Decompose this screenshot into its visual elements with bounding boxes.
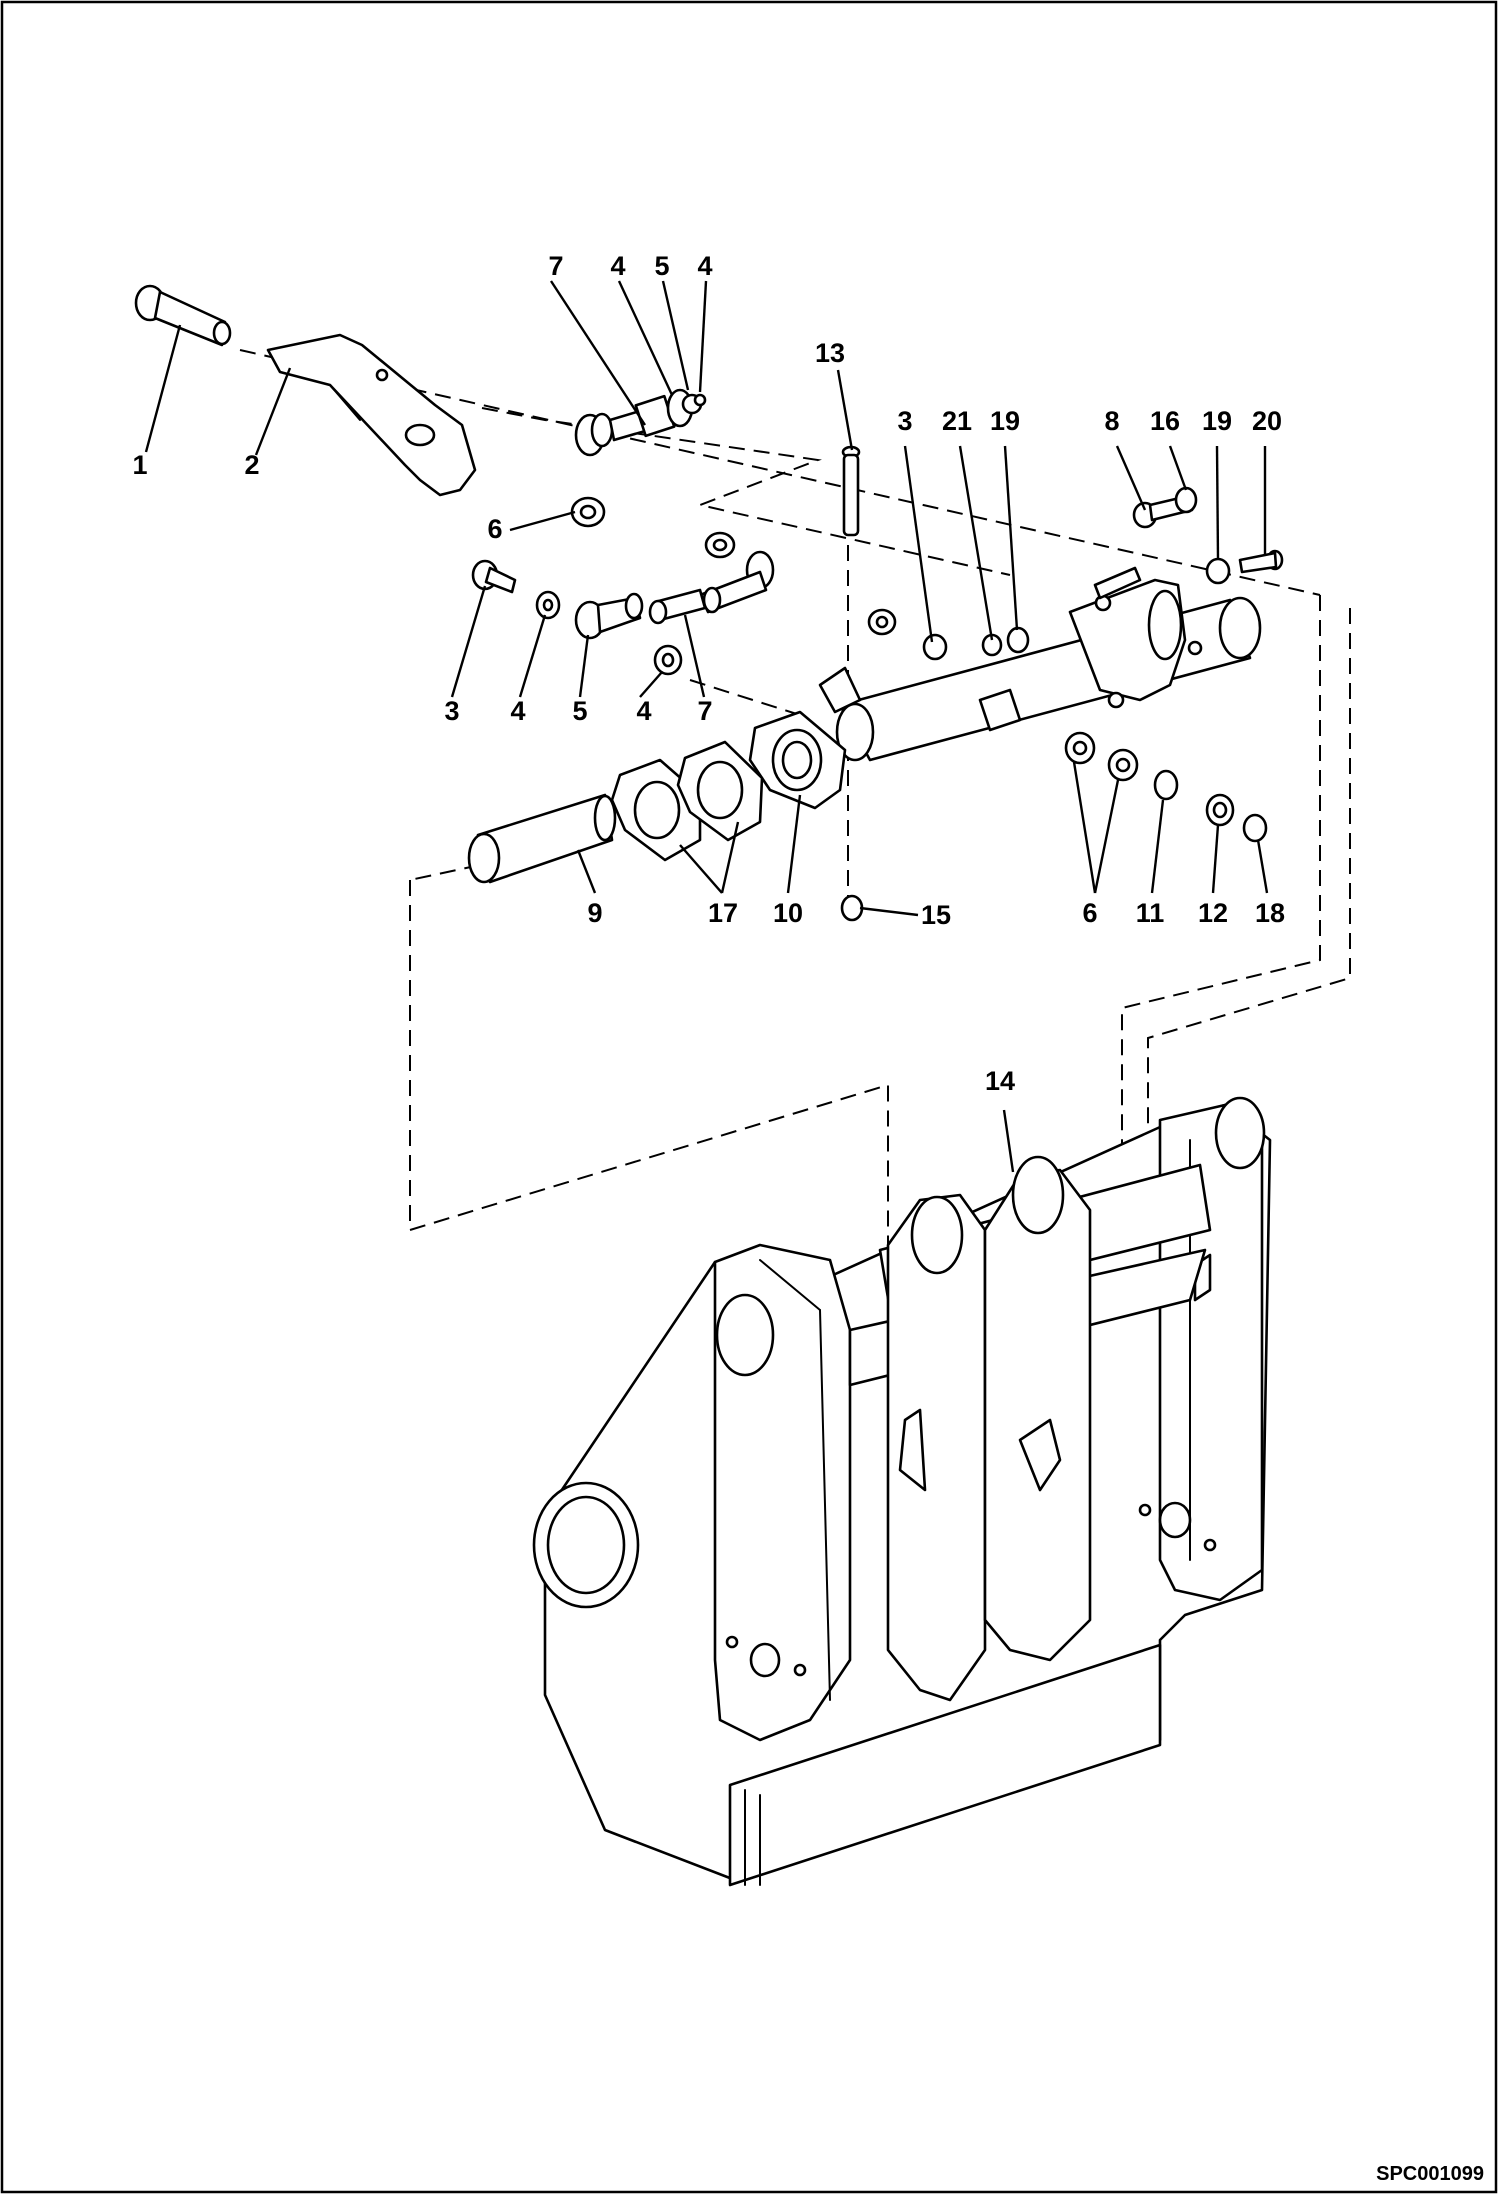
part-3-bolt-right — [922, 633, 948, 661]
callout-6-upper: 6 — [487, 514, 502, 544]
callout-13: 13 — [815, 338, 845, 368]
part-14-coupler-frame — [532, 1096, 1272, 1887]
part-18-cap — [1242, 813, 1268, 843]
callout-16: 16 — [1150, 406, 1180, 436]
callout-6-lower: 6 — [1082, 898, 1097, 928]
part-washer-spacer — [704, 531, 736, 559]
part-washer-right-a — [867, 608, 897, 636]
callout-4-left: 4 — [510, 696, 525, 726]
callout-5-left: 5 — [572, 696, 587, 726]
part-7-link-rod-top — [574, 388, 707, 457]
part-17-gasket-b — [676, 740, 764, 842]
part-6-washer-right-a — [1064, 731, 1096, 765]
callout-7-mid: 7 — [697, 696, 712, 726]
callout-3-right: 3 — [897, 406, 912, 436]
callout-11: 11 — [1136, 898, 1165, 928]
part-4-washer-lower — [653, 644, 683, 676]
part-11-washer — [1153, 769, 1179, 801]
callout-5-top: 5 — [654, 251, 669, 281]
callout-12: 12 — [1198, 898, 1228, 928]
callout-4-lower: 4 — [636, 696, 651, 726]
part-13-rod — [841, 445, 861, 537]
part-16-nut — [1174, 486, 1198, 514]
callout-19-a: 19 — [990, 406, 1020, 436]
part-5-rod-end-left — [574, 592, 644, 640]
callout-7-top: 7 — [548, 251, 563, 281]
part-20-bolt — [1238, 549, 1284, 574]
main-shaft-assembly — [818, 566, 1262, 762]
drawing-code-label: SPC001099 — [1376, 2163, 1484, 2185]
callout-labels: 1 2 7 4 5 4 13 3 21 19 8 16 19 20 6 3 4 … — [132, 251, 1285, 1096]
part-2-lever-arm — [266, 333, 477, 497]
callout-10: 10 — [773, 898, 803, 928]
callout-21: 21 — [942, 406, 972, 436]
part-6-washer-upper — [570, 496, 606, 528]
callout-4-top-a: 4 — [610, 251, 625, 281]
callout-19-b: 19 — [1202, 406, 1232, 436]
part-15-nut — [840, 894, 864, 922]
callout-17: 17 — [708, 898, 738, 928]
part-10-flange — [748, 710, 847, 810]
callout-4-top-b: 4 — [697, 251, 712, 281]
callout-1: 1 — [132, 450, 147, 480]
callout-9: 9 — [587, 898, 602, 928]
part-4-washer-left — [535, 590, 561, 620]
callout-20: 20 — [1252, 406, 1282, 436]
callout-15: 15 — [921, 900, 951, 930]
part-9-bushing — [467, 793, 617, 884]
callout-8: 8 — [1104, 406, 1119, 436]
part-19-washer-a — [1006, 626, 1030, 654]
part-6-washer-right-b — [1107, 748, 1139, 782]
part-12-nut — [1205, 793, 1235, 827]
leader-lines — [144, 280, 1269, 1173]
part-3-bolt-left — [471, 559, 517, 594]
callout-2: 2 — [244, 450, 259, 480]
part-1-pin-bolt — [134, 284, 232, 347]
callout-14: 14 — [985, 1066, 1015, 1096]
callout-3-left: 3 — [444, 696, 459, 726]
callout-18: 18 — [1255, 898, 1285, 928]
part-7-link-rod-mid — [648, 550, 775, 625]
part-19-washer-b — [1205, 557, 1231, 585]
